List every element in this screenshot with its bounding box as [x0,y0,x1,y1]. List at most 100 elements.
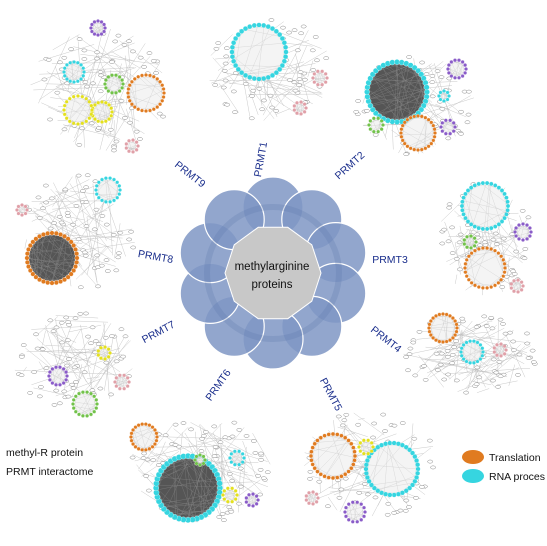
cluster-node [147,446,152,451]
cluster-edge [431,321,454,327]
network-node [449,353,456,357]
network-node [198,449,205,453]
cluster-edge [437,316,447,339]
network-edge [76,176,107,241]
cluster-node [233,35,239,42]
network-prmt7 [14,311,133,418]
cluster-edge [515,287,521,290]
cluster-node [499,277,504,282]
cluster-edge [173,461,176,516]
cluster-node [312,441,317,446]
cluster-node [251,76,257,82]
cluster-edge [388,445,399,493]
cluster-node [68,60,73,65]
cluster-edge [494,252,503,272]
cluster-node [496,185,502,190]
cluster-node [453,333,458,337]
cluster-edge [387,445,409,487]
cluster-node [127,98,132,103]
cluster-node [513,230,517,234]
cluster-edge [380,72,418,115]
cluster-node [114,375,119,380]
cluster-node [136,144,140,148]
network-node [267,93,274,98]
cluster-edge [160,476,218,483]
cluster-edge [66,70,80,78]
cluster-node [242,456,246,460]
network-edge [214,448,225,478]
cluster-edge [313,495,315,502]
cluster-edge [187,462,204,519]
network-node [108,392,114,397]
cluster-edge [162,493,218,504]
network-node [302,77,308,82]
network-node [513,249,520,254]
network-node [519,208,526,213]
cluster-edge [75,79,78,81]
network-node [97,70,104,74]
network-edge [87,216,104,222]
network-prmt6 [129,420,271,524]
network-node [292,88,299,93]
cluster-node [117,183,122,188]
cluster-edge [240,454,242,460]
cluster-edge [449,122,454,128]
cluster-edge [38,239,67,277]
cluster-node [71,94,76,99]
cluster-node [501,257,506,262]
cluster-edge [373,478,414,485]
cluster-edge [145,81,157,110]
cluster-edge [443,121,449,130]
cluster-node [311,501,315,506]
network-node [81,250,88,255]
cluster-edge [451,73,462,75]
cluster-edge [100,354,108,356]
network-node [411,436,418,441]
cluster-node [446,70,451,75]
cluster-edge [455,62,460,76]
cluster-node [464,67,468,71]
cluster-edge [369,445,386,479]
cluster-node [295,111,299,116]
cluster-edge [243,27,258,72]
network-node [451,345,458,349]
cluster-node [158,79,163,84]
network-node [65,338,71,343]
network-node [113,359,120,364]
cluster-edge [370,446,401,481]
cluster-node [230,499,235,504]
cluster-node [453,75,457,80]
cluster-edge [226,489,231,499]
network-node [53,325,60,330]
network-edge [68,58,113,99]
cluster-node [376,129,381,134]
network-node [75,173,82,178]
cluster-node [368,127,373,132]
network-edge [353,412,385,436]
network-node [496,359,503,364]
cluster-edge [521,225,528,228]
network-node [457,232,464,237]
network-node [361,482,368,486]
cluster-node [505,203,511,209]
cluster-edge [415,120,427,148]
network-edge [75,175,98,284]
network-node [407,346,414,351]
cluster-node [244,495,249,500]
cluster-edge [234,57,259,78]
cluster-node [230,486,235,491]
network-edge [35,216,113,249]
network-node [80,189,86,193]
cluster-node [391,440,397,446]
cluster-node [73,247,78,252]
cluster-edge [247,71,275,75]
cluster-edge [198,456,201,463]
network-node [458,109,464,114]
cluster-node [509,286,514,291]
cluster-node [492,345,497,350]
cluster-edge [139,426,146,448]
network-edge [465,360,492,389]
cluster-node [53,230,59,236]
network-node [439,241,446,246]
cluster-edge [69,100,86,119]
